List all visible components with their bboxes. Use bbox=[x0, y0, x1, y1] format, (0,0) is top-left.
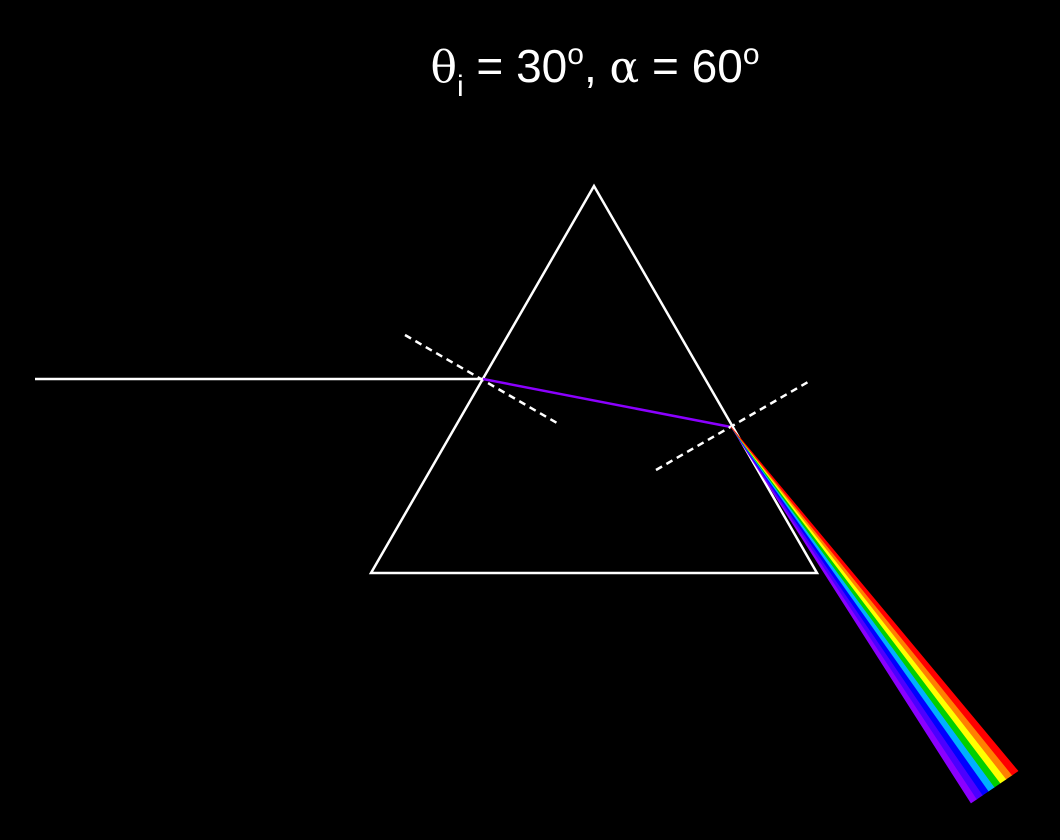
theta-subscript: i bbox=[456, 70, 464, 103]
diagram-title: θi = 30o, α = 60o bbox=[0, 36, 1060, 102]
internal-ray bbox=[482, 377, 732, 429]
incidence-angle-value: = 30 bbox=[463, 40, 568, 92]
spectrum-band-4 bbox=[730, 426, 995, 792]
entry-normal-line bbox=[404, 333, 558, 425]
spectrum-band-5 bbox=[730, 426, 1001, 788]
spectrum-band-3 bbox=[730, 426, 990, 796]
alpha-symbol: α bbox=[609, 42, 640, 93]
dispersed-spectrum bbox=[730, 426, 1019, 804]
exit-normal-line bbox=[655, 380, 809, 472]
theta-symbol: θ bbox=[430, 42, 457, 93]
degree-mark-2: o bbox=[742, 38, 760, 71]
title-separator: , bbox=[583, 40, 610, 92]
spectrum-band-1 bbox=[730, 426, 978, 804]
spectrum-band-6 bbox=[730, 426, 1007, 784]
spectrum-band-7 bbox=[730, 426, 1013, 780]
degree-mark-1: o bbox=[567, 38, 584, 71]
apex-angle-value: = 60 bbox=[639, 40, 743, 92]
spectrum-band-2 bbox=[730, 426, 984, 800]
spectrum-band-8 bbox=[730, 426, 1019, 776]
